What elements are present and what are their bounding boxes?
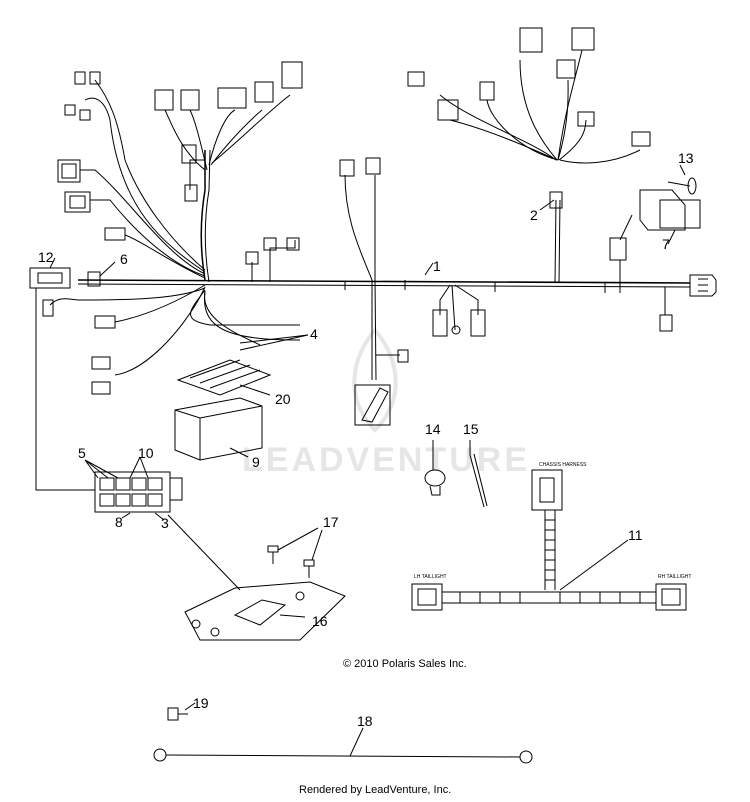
watermark: LEADVENTURE [242, 326, 530, 479]
item-13-plug [667, 177, 697, 195]
connector-cluster-upper-right [245, 27, 651, 265]
callout-11: 11 [628, 527, 643, 543]
label-chassis-harness: CHASSIS HARNESS [539, 462, 587, 468]
item-17-screws [267, 527, 323, 578]
item-3-fuse-box [94, 471, 183, 513]
item-14-clip [424, 440, 446, 496]
callout-8: 8 [115, 514, 123, 530]
callout-9: 9 [252, 454, 260, 470]
item-16-bracket [167, 514, 346, 641]
callout-19: 19 [193, 695, 209, 711]
connector-cluster-lower [91, 237, 673, 426]
callout-3: 3 [161, 515, 169, 531]
callout-1: 1 [433, 258, 441, 274]
callout-12: 12 [38, 249, 54, 265]
callout-7: 7 [662, 236, 670, 252]
item-11-taillight-harness: CHASSIS HARNESS LH TAILLIGHT RH TAILLIGH… [411, 462, 691, 611]
callout-18: 18 [357, 713, 373, 729]
main-harness [49, 49, 717, 381]
item-20-decal [176, 359, 272, 396]
watermark-text: LEADVENTURE [242, 441, 530, 479]
callout-14: 14 [425, 421, 441, 437]
item-15-tie [469, 440, 488, 508]
item-18-strap [153, 727, 533, 764]
callout-6: 6 [120, 251, 128, 267]
footer-text: Rendered by LeadVenture, Inc. [299, 784, 451, 796]
item-7-module [619, 189, 701, 241]
item-9-box [174, 397, 263, 461]
callout-16: 16 [312, 613, 328, 629]
label-lh-taillight: LH TAILLIGHT [414, 574, 447, 580]
callout-5: 5 [78, 445, 86, 461]
item-12-module [29, 257, 95, 491]
callout-labels: 1 2 3 4 5 6 7 8 9 10 11 12 13 14 15 16 1… [38, 150, 694, 729]
callout-4: 4 [310, 326, 318, 342]
item-6-connector [87, 261, 116, 287]
label-rh-taillight: RH TAILLIGHT [658, 574, 691, 580]
copyright-text: © 2010 Polaris Sales Inc. [343, 658, 467, 670]
callout-20: 20 [275, 391, 291, 407]
leader-lines [84, 164, 686, 618]
callout-2: 2 [530, 207, 538, 223]
callout-13: 13 [678, 150, 694, 166]
callout-10: 10 [138, 445, 154, 461]
callout-15: 15 [463, 421, 479, 437]
item-19-screw [167, 702, 196, 721]
callout-17: 17 [323, 514, 339, 530]
connector-cluster-upper-left [57, 61, 303, 241]
